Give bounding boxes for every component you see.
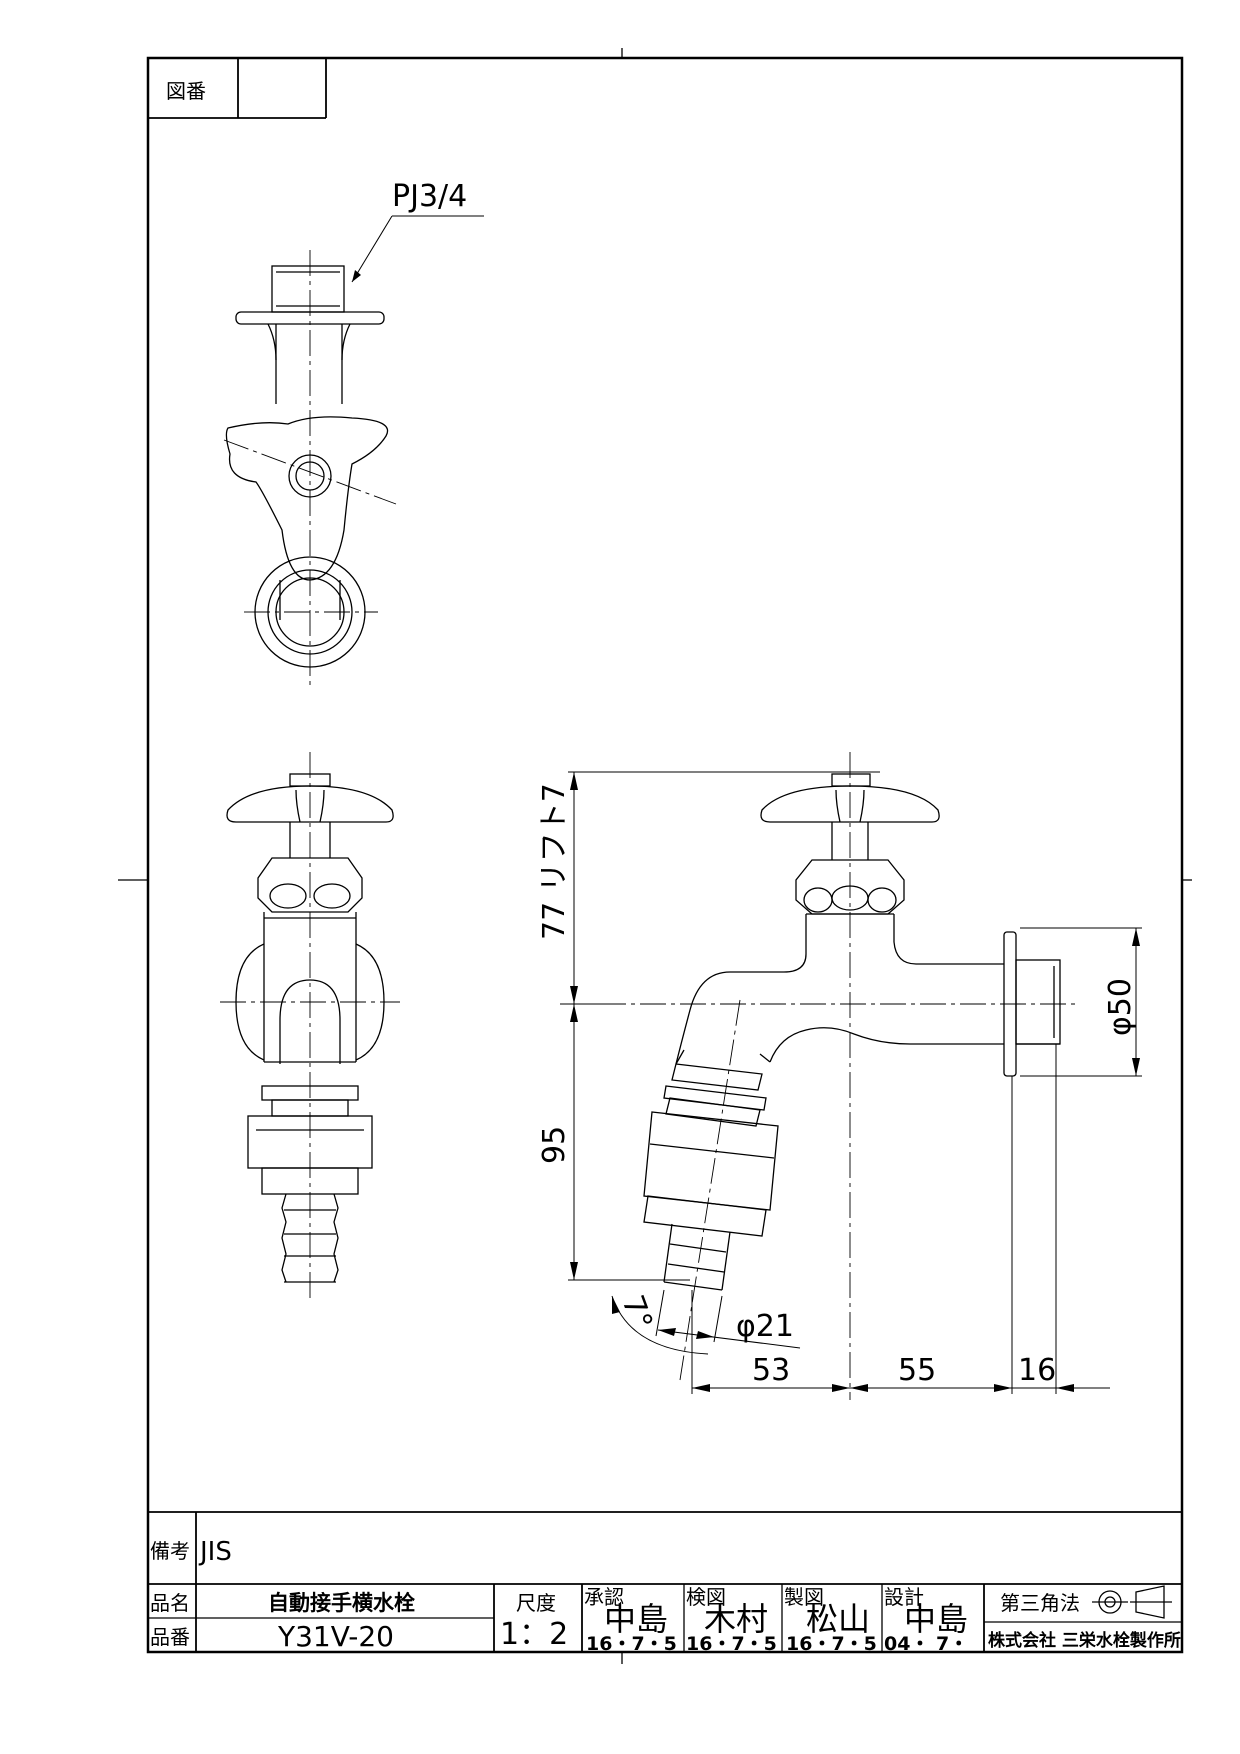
approval-name-4: 中島 xyxy=(904,1600,968,1638)
dim-height-lower: 95 xyxy=(537,1126,572,1164)
approval-role-3: 製図 xyxy=(784,1585,824,1609)
approval-name-1: 中島 xyxy=(604,1600,668,1638)
approval-name-3: 松山 xyxy=(806,1600,870,1638)
approval-date-4: 04・ 7・ xyxy=(884,1633,968,1655)
approval-date-1: 16・7・5 xyxy=(586,1633,677,1655)
product-name-value: 自動接手横水栓 xyxy=(268,1591,415,1615)
approval-date-3: 16・7・5 xyxy=(786,1633,877,1655)
approval-role-4: 設計 xyxy=(884,1585,924,1609)
product-number-value: Y31V-20 xyxy=(277,1620,394,1653)
dim-height-upper: 77 リフト7 xyxy=(537,783,572,940)
product-number-label: 品番 xyxy=(150,1625,190,1649)
projection-method: 第三角法 xyxy=(1000,1591,1080,1615)
remarks-label: 備考 xyxy=(150,1539,190,1563)
scale-label: 尺度 xyxy=(516,1591,556,1615)
scale-value: 1：2 xyxy=(500,1617,568,1652)
side-view xyxy=(560,752,1080,1400)
thread-annotation: PJ3/4 xyxy=(392,179,467,214)
front-view xyxy=(220,752,400,1300)
dim-length-c: 16 xyxy=(1018,1353,1056,1388)
company-name: 株式会社 三栄水栓製作所 xyxy=(988,1630,1181,1651)
title-block: 備考 JIS 品名 自動接手横水栓 品番 Y31V-20 尺度 1：2 承認 中… xyxy=(148,1511,1182,1655)
dim-angle: 7° xyxy=(614,1291,659,1335)
dim-hose-diameter: φ21 xyxy=(736,1309,794,1344)
top-view: PJ3/4 xyxy=(223,179,484,690)
third-angle-projection-icon xyxy=(1092,1585,1172,1619)
remarks-value: JIS xyxy=(198,1537,232,1567)
drawing-number-box: 図番 xyxy=(148,58,327,119)
dimension-lines: 77 リフト7 95 φ50 53 55 16 φ21 7° xyxy=(537,771,1142,1394)
dim-length-a: 53 xyxy=(752,1353,790,1388)
drawing-number-label: 図番 xyxy=(166,79,206,103)
dim-length-b: 55 xyxy=(898,1353,936,1388)
approval-role-1: 承認 xyxy=(584,1585,624,1609)
product-name-label: 品名 xyxy=(150,1591,190,1615)
approval-date-2: 16・7・5 xyxy=(686,1633,777,1655)
dim-flange-diameter: φ50 xyxy=(1103,978,1138,1036)
approval-role-2: 検図 xyxy=(686,1585,726,1609)
drawing-frame xyxy=(118,48,1192,1664)
approval-name-2: 木村 xyxy=(704,1600,768,1638)
